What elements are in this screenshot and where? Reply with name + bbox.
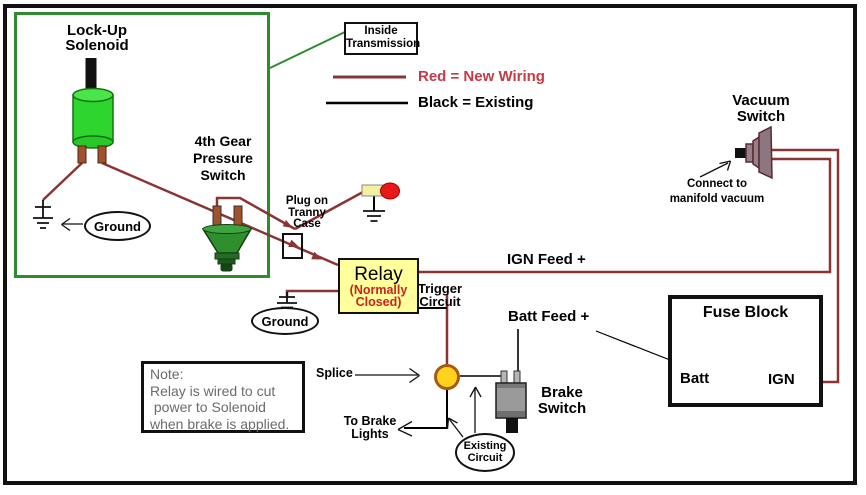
wire-arrowheads <box>282 220 322 260</box>
solenoid-top <box>72 87 114 103</box>
existing-circuit-label: Existing Circuit <box>455 433 515 472</box>
fuse-block-title: Fuse Block <box>702 304 789 321</box>
relay-subtitle: (Normally Closed) <box>349 282 408 309</box>
brake-switch-band-bottom <box>497 411 525 417</box>
ground-pointer-arrow <box>61 217 83 232</box>
wire-ign-feed <box>415 157 832 274</box>
splice-pointer-arrow <box>355 367 420 384</box>
inside-transmission-pointer-line <box>269 30 348 69</box>
wire-pressure-switch-to-plug <box>215 196 296 231</box>
brake-switch-band-top <box>497 384 525 388</box>
brake-switch-stub <box>506 418 518 433</box>
vacuum-switch-graphic <box>735 125 773 180</box>
to-brake-lights-label: To Brake Lights <box>343 414 397 441</box>
annotation-arrows <box>61 160 732 438</box>
ground-symbol-transmission <box>33 200 53 229</box>
splice-label: Splice <box>316 366 353 380</box>
wire-relay-to-ground <box>285 289 338 296</box>
plug-box <box>282 233 303 259</box>
batt-feed-label: Batt Feed + <box>508 308 590 325</box>
pressure-switch-graphic <box>201 205 253 272</box>
brake-switch-prong-left <box>500 370 508 385</box>
arrowhead-in-plug-upper <box>282 220 293 228</box>
splice-node <box>434 364 460 390</box>
ground-label-relay: Ground <box>251 307 319 335</box>
brake-switch-graphic <box>495 370 527 433</box>
brake-switch-label: Brake Switch <box>537 384 587 417</box>
indicator-bulb <box>380 182 400 200</box>
pressure-switch-rib-2 <box>217 258 236 265</box>
brake-switch-prong-right <box>513 370 521 385</box>
pressure-switch-rib-1 <box>214 252 240 260</box>
to-brake-lights-arrowhead <box>397 420 413 437</box>
solenoid-stem <box>85 58 97 94</box>
transmission-box <box>14 12 270 278</box>
wire-solenoid-to-ground <box>42 162 83 201</box>
vacuum-switch-label: Vacuum Switch <box>732 92 790 125</box>
fuse-block: Fuse Block Batt IGN <box>668 295 823 407</box>
arrowhead-in-plug-lower <box>288 239 299 247</box>
note-box: Note: Relay is wired to cut power to Sol… <box>141 361 305 433</box>
arrowhead-to-relay <box>311 251 322 260</box>
solenoid-terminal-left <box>77 145 87 164</box>
vacuum-switch-ring <box>745 143 754 163</box>
manifold-pointer-arrow <box>699 160 732 178</box>
legend-red-label: Red = New Wiring <box>418 68 545 85</box>
vacuum-switch-neck <box>752 135 760 170</box>
pressure-switch-tip <box>220 263 233 272</box>
pressure-switch-label: 4th Gear Pressure Switch <box>193 133 253 183</box>
ign-feed-label: IGN Feed + <box>507 251 586 268</box>
vacuum-switch-stub <box>735 148 746 158</box>
wire-plug-to-indicator <box>294 190 364 231</box>
existing-circuit-arrow-2 <box>446 417 464 438</box>
solenoid-body <box>72 94 114 143</box>
outer-border <box>3 4 857 485</box>
lockup-solenoid-label: Lock-Up Solenoid <box>65 22 129 54</box>
lockup-solenoid-graphic <box>72 58 114 164</box>
ground-symbol-relay <box>277 292 297 313</box>
solenoid-terminal-right <box>97 145 107 164</box>
pressure-switch-top <box>202 224 252 234</box>
solenoid-bottom <box>72 135 114 149</box>
indicator-base <box>361 184 384 197</box>
vacuum-switch-bell <box>758 125 773 180</box>
legend-black-label: Black = Existing <box>418 94 534 111</box>
indicator-light <box>361 182 400 200</box>
batt-terminal-label: Batt <box>680 370 710 387</box>
relay-box: Relay (Normally Closed) <box>338 258 419 314</box>
plug-tranny-label: Plug on Tranny Case <box>285 195 329 230</box>
trigger-circuit-label: Trigger Circuit <box>417 281 463 309</box>
inside-transmission-label: Inside Transmission <box>344 22 420 55</box>
existing-circuit-arrow-1 <box>469 386 482 433</box>
ground-label-transmission: Ground <box>84 211 151 241</box>
ign-terminal-label: IGN <box>768 371 795 388</box>
ground-symbol-indicator <box>363 210 385 222</box>
connect-manifold-label: Connect to manifold vacuum <box>669 178 765 205</box>
relay-title: Relay <box>354 263 403 285</box>
